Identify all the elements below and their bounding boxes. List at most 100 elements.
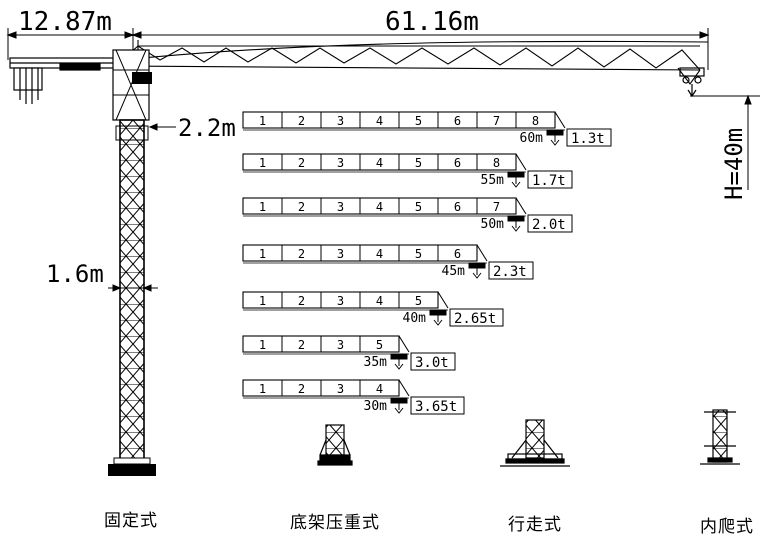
- capacity-box: [410, 352, 456, 371]
- load-row: 1 2 3 5 35m 3.0t: [242, 335, 456, 371]
- jib-section-number: 3: [337, 382, 344, 396]
- jib-section-number: 2: [298, 156, 305, 170]
- jib-section-number: 6: [454, 200, 461, 214]
- jib-section-bar: [242, 197, 517, 215]
- front-jib-length-label: 61.16m: [385, 7, 479, 37]
- jib-section-number: 4: [376, 156, 383, 170]
- capacity-box: [527, 170, 573, 189]
- jib-section-number: 2: [298, 247, 305, 261]
- radius-label: 50m: [481, 217, 505, 232]
- capacity-label: 3.0t: [415, 355, 449, 371]
- jib-section-number: 4: [376, 200, 383, 214]
- radius-label: 35m: [364, 355, 388, 370]
- load-chart: 1 2 3 4 5 6 7 8 60m 1.3t 1 2 3 4 5 6 8 55m 1.7t 1 2 3 4 5 6 7 50m 2…: [242, 111, 612, 415]
- radius-label: 40m: [403, 311, 427, 326]
- jib-section-number: 8: [493, 156, 500, 170]
- jib-section-number: 1: [259, 200, 266, 214]
- jib-section-number: 1: [259, 338, 266, 352]
- load-row: 1 2 3 4 5 40m 2.65t: [242, 291, 504, 327]
- jib-section-bar: [242, 291, 439, 309]
- capacity-label: 1.3t: [571, 131, 605, 147]
- radius-label: 30m: [364, 399, 388, 414]
- jib-section-number: 7: [493, 200, 500, 214]
- height-dimension-line: [690, 94, 760, 190]
- tower-mast: [108, 49, 156, 476]
- jib-section-number: 4: [376, 247, 383, 261]
- main-jib: [121, 40, 709, 85]
- jib-section-number: 5: [415, 247, 422, 261]
- jib-section-number: 8: [532, 114, 539, 128]
- load-row: 1 2 3 4 5 6 7 50m 2.0t: [242, 197, 573, 233]
- capacity-box: [488, 261, 534, 280]
- trolley-icon: [507, 215, 525, 232]
- radius-label: 45m: [442, 264, 466, 279]
- load-row: 1 2 3 4 5 6 7 8 60m 1.3t: [242, 111, 612, 147]
- base-ballast-icon: [317, 424, 353, 466]
- capacity-label: 1.7t: [532, 173, 566, 189]
- trolley-icon: [507, 171, 525, 188]
- offset-dimension: [108, 123, 176, 292]
- jib-section-number: 6: [454, 156, 461, 170]
- jib-section-number: 5: [415, 156, 422, 170]
- base-caption-travelling: 行走式: [508, 515, 562, 535]
- jib-section-number: 3: [337, 200, 344, 214]
- base-caption-fixed: 固定式: [104, 511, 158, 531]
- rear-jib-length-label: 12.87m: [18, 7, 112, 37]
- jib-section-number: 2: [298, 200, 305, 214]
- jib-section-number: 1: [259, 114, 266, 128]
- trolley-icon: [546, 129, 564, 146]
- jib-section-number: 1: [259, 382, 266, 396]
- trolley-icon: [390, 397, 408, 414]
- jib-section-number: 1: [259, 294, 266, 308]
- trolley-icon: [468, 262, 486, 279]
- jib-section-number: 5: [415, 114, 422, 128]
- jib-section-number: 2: [298, 382, 305, 396]
- jib-section-number: 2: [298, 114, 305, 128]
- offset-label: 2.2m: [178, 114, 236, 142]
- counter-jib: [9, 57, 123, 104]
- base-caption-ballast: 底架压重式: [290, 513, 380, 533]
- top-dimension-line: [6, 28, 710, 70]
- jib-section-number: 5: [415, 200, 422, 214]
- jib-section-number: 7: [493, 114, 500, 128]
- radius-label: 60m: [520, 131, 544, 146]
- height-label: H=40m: [720, 128, 748, 200]
- jib-section-number: 5: [415, 294, 422, 308]
- jib-section-number: 3: [337, 247, 344, 261]
- jib-section-number: 4: [376, 382, 383, 396]
- capacity-label: 2.3t: [493, 264, 527, 280]
- jib-section-bar: [242, 153, 517, 171]
- capacity-label: 2.65t: [454, 311, 496, 327]
- jib-tip-trolley: [679, 67, 705, 98]
- load-row: 1 2 3 4 5 6 45m 2.3t: [242, 244, 534, 280]
- capacity-box: [449, 308, 504, 327]
- jib-section-number: 3: [337, 294, 344, 308]
- jib-section-number: 6: [454, 114, 461, 128]
- jib-section-number: 3: [337, 156, 344, 170]
- jib-section-number: 1: [259, 156, 266, 170]
- trolley-icon: [390, 353, 408, 370]
- capacity-box: [566, 128, 612, 147]
- jib-section-number: 2: [298, 294, 305, 308]
- base-travelling-icon: [500, 419, 570, 467]
- capacity-box: [527, 214, 573, 233]
- load-row: 1 2 3 4 5 6 8 55m 1.7t: [242, 153, 573, 189]
- jib-section-number: 2: [298, 338, 305, 352]
- mast-section-label: 1.6m: [46, 260, 104, 288]
- capacity-label: 3.65t: [415, 399, 457, 415]
- jib-section-number: 6: [454, 247, 461, 261]
- jib-section-number: 4: [376, 294, 383, 308]
- jib-section-number: 3: [337, 338, 344, 352]
- jib-section-number: 4: [376, 114, 383, 128]
- base-caption-climbing: 内爬式: [700, 517, 754, 537]
- base-climbing-icon: [700, 409, 740, 465]
- trolley-icon: [429, 309, 447, 326]
- jib-section-number: 5: [376, 338, 383, 352]
- radius-label: 55m: [481, 173, 505, 188]
- capacity-label: 2.0t: [532, 217, 566, 233]
- capacity-box: [410, 396, 465, 415]
- jib-section-number: 1: [259, 247, 266, 261]
- jib-section-number: 3: [337, 114, 344, 128]
- load-row: 1 2 3 4 30m 3.65t: [242, 379, 465, 415]
